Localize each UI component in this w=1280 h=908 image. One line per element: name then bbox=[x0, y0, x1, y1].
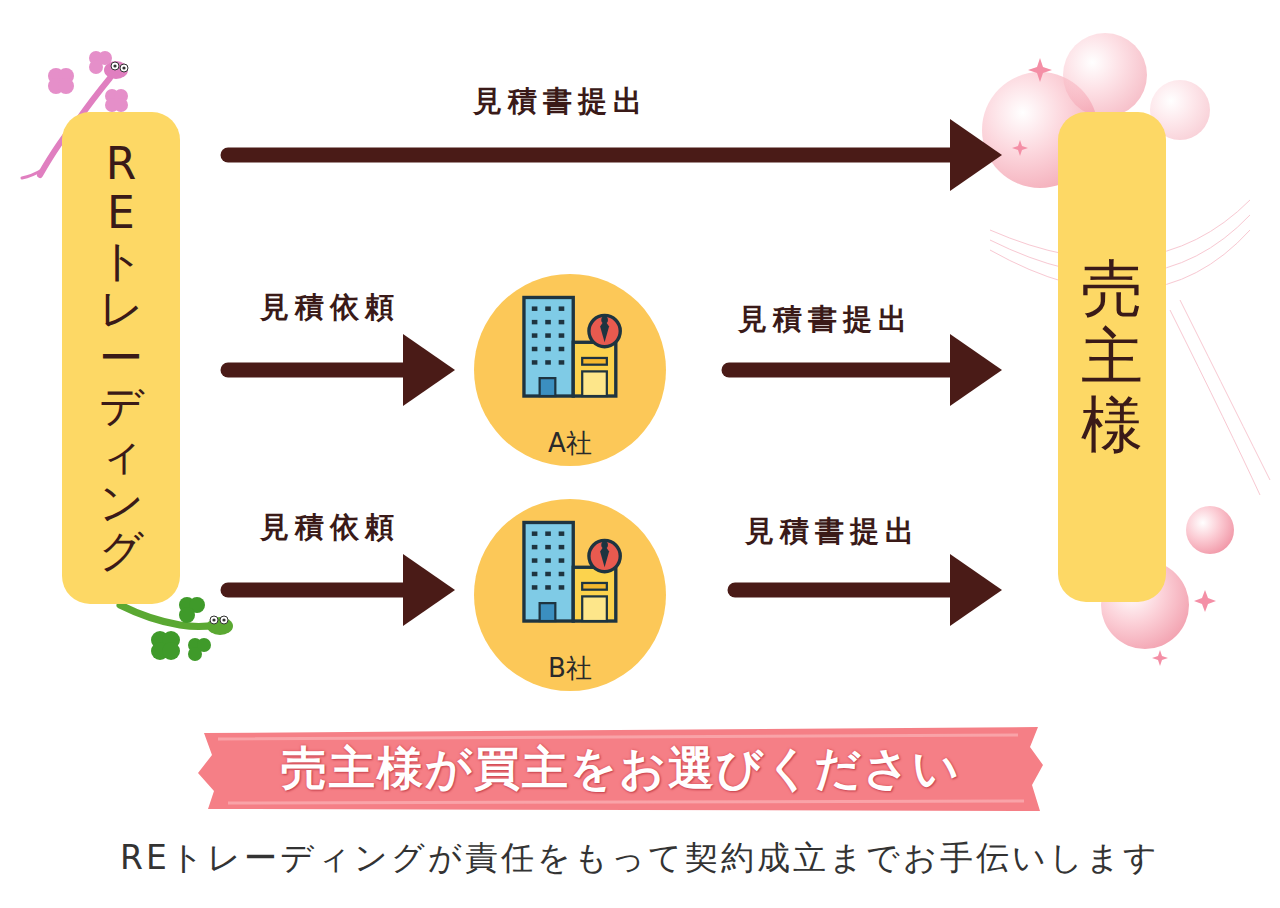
company-box: REトレーディング bbox=[62, 112, 180, 604]
vertical-label: 売主様 bbox=[1081, 255, 1143, 460]
seller-box: 売主様 bbox=[1058, 112, 1166, 602]
edge-label: 見積書提出 bbox=[738, 300, 913, 340]
flow-arrow bbox=[729, 334, 1002, 406]
band-text: 売主様が買主をお選びください bbox=[281, 738, 961, 800]
vertical-label: REトレーディング bbox=[99, 140, 143, 576]
flow-arrow bbox=[228, 334, 455, 406]
caption: REトレーディングが責任をもって契約成立までお手伝いします bbox=[0, 836, 1280, 881]
edge-label: 見積書提出 bbox=[473, 82, 648, 122]
edge-label: 見積書提出 bbox=[745, 512, 920, 552]
company-name: A社 bbox=[473, 426, 667, 461]
flow-arrow bbox=[735, 554, 1002, 626]
company-circle: A社 bbox=[473, 273, 667, 467]
edge-label: 見積依頼 bbox=[260, 508, 400, 548]
company-name: B社 bbox=[473, 651, 667, 686]
edge-label: 見積依頼 bbox=[260, 288, 400, 328]
company-circle: B社 bbox=[473, 498, 667, 692]
message-band: 売主様が買主をお選びください bbox=[198, 725, 1043, 813]
flow-arrow bbox=[228, 554, 455, 626]
flow-arrow bbox=[228, 119, 1002, 191]
